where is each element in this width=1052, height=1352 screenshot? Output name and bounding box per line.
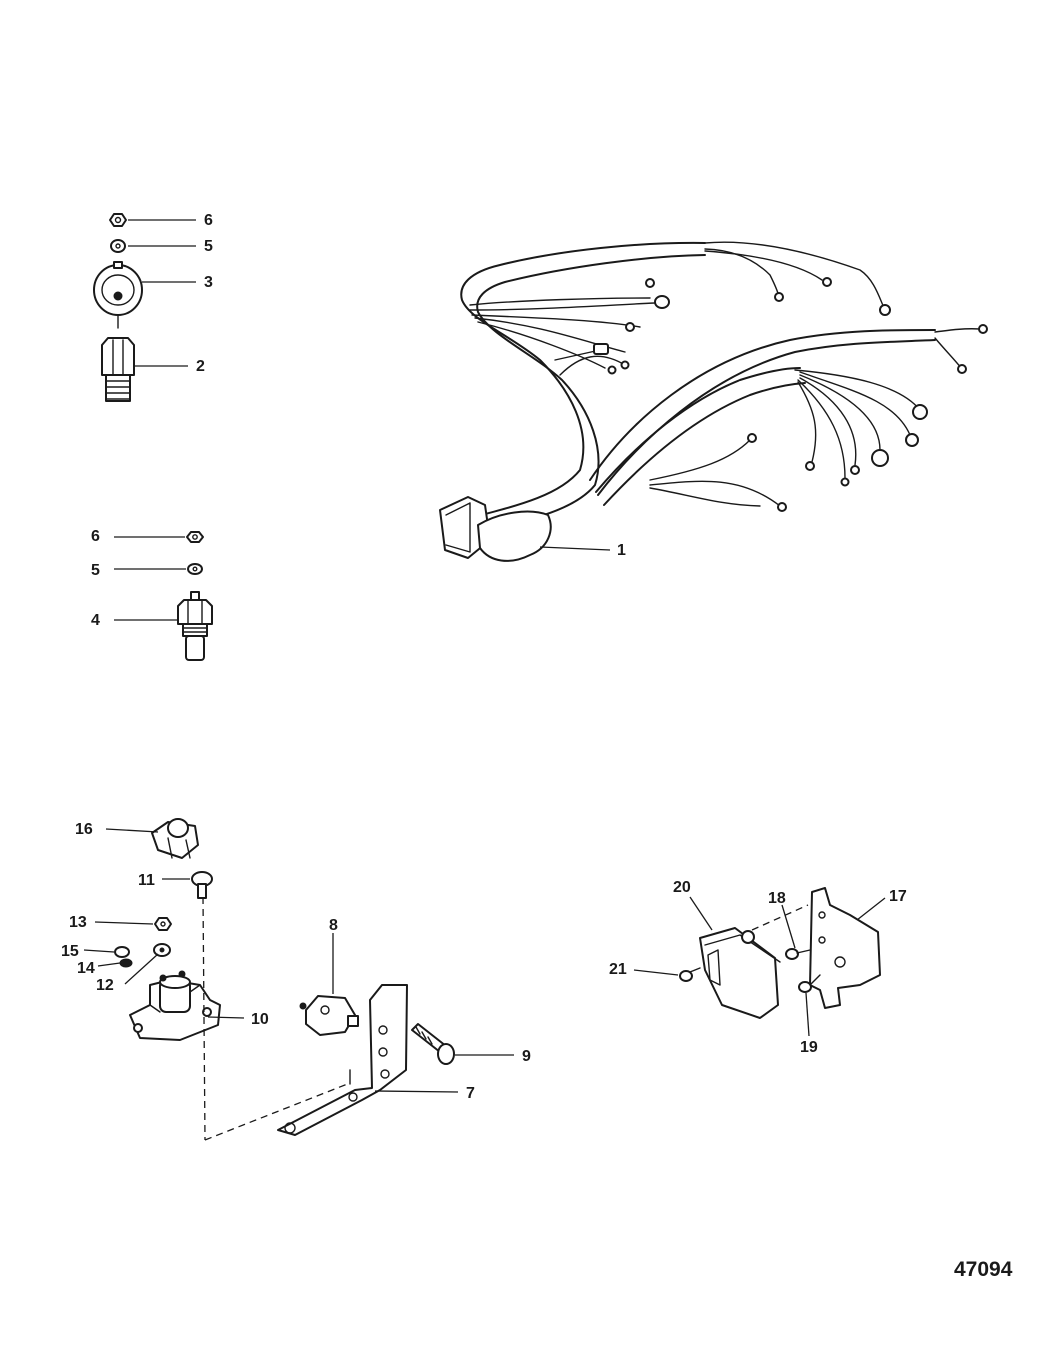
callout-11: 11: [138, 872, 155, 889]
callout-20: 20: [673, 879, 691, 896]
callout-12: 12: [96, 977, 114, 994]
callout-5-top: 5: [204, 238, 213, 255]
callout-14: 14: [77, 960, 95, 977]
callout-18: 18: [768, 890, 786, 907]
bracket-17: [809, 887, 881, 1009]
callout-10: 10: [251, 1011, 269, 1028]
callout-1: 1: [617, 542, 626, 559]
bolt-9: [411, 1023, 455, 1065]
lockwasher-14: [119, 958, 133, 968]
washer-5-middle: [187, 563, 203, 575]
adapter-fitting-2: [101, 337, 135, 402]
washer-12: [153, 943, 171, 957]
clip-16: [151, 818, 199, 859]
resistor-switch-8: [299, 995, 359, 1036]
washer-5-top: [110, 239, 126, 253]
callout-13: 13: [69, 914, 87, 931]
washer-15: [114, 946, 130, 958]
rectifier-20: [699, 927, 781, 1019]
screw-11: [191, 871, 213, 899]
callout-15: 15: [61, 943, 79, 960]
nut-13: [154, 917, 172, 931]
nut-6-middle: [186, 531, 204, 543]
screw-21: [679, 967, 701, 982]
callout-16: 16: [75, 821, 93, 838]
callout-6-middle: 6: [91, 528, 100, 545]
oil-pressure-sender-3: [93, 261, 143, 329]
callout-6-top: 6: [204, 212, 213, 229]
callout-7: 7: [466, 1085, 475, 1102]
callout-17: 17: [889, 888, 907, 905]
callout-9: 9: [522, 1048, 531, 1065]
callout-3: 3: [204, 274, 213, 291]
callout-8: 8: [329, 917, 338, 934]
callout-4: 4: [91, 612, 100, 629]
screw-19: [798, 974, 821, 993]
temperature-sender-4: [177, 591, 213, 661]
callout-2: 2: [196, 358, 205, 375]
nut-6-top: [109, 213, 127, 227]
starter-solenoid-10: [129, 970, 221, 1041]
wiring-harness-1: [439, 241, 988, 562]
screw-18: [785, 948, 811, 960]
callout-19: 19: [800, 1039, 818, 1056]
reference-number: 47094: [954, 1258, 1013, 1281]
callout-21: 21: [609, 961, 627, 978]
callout-5-middle: 5: [91, 562, 100, 579]
mounting-bracket-7: [277, 984, 408, 1136]
